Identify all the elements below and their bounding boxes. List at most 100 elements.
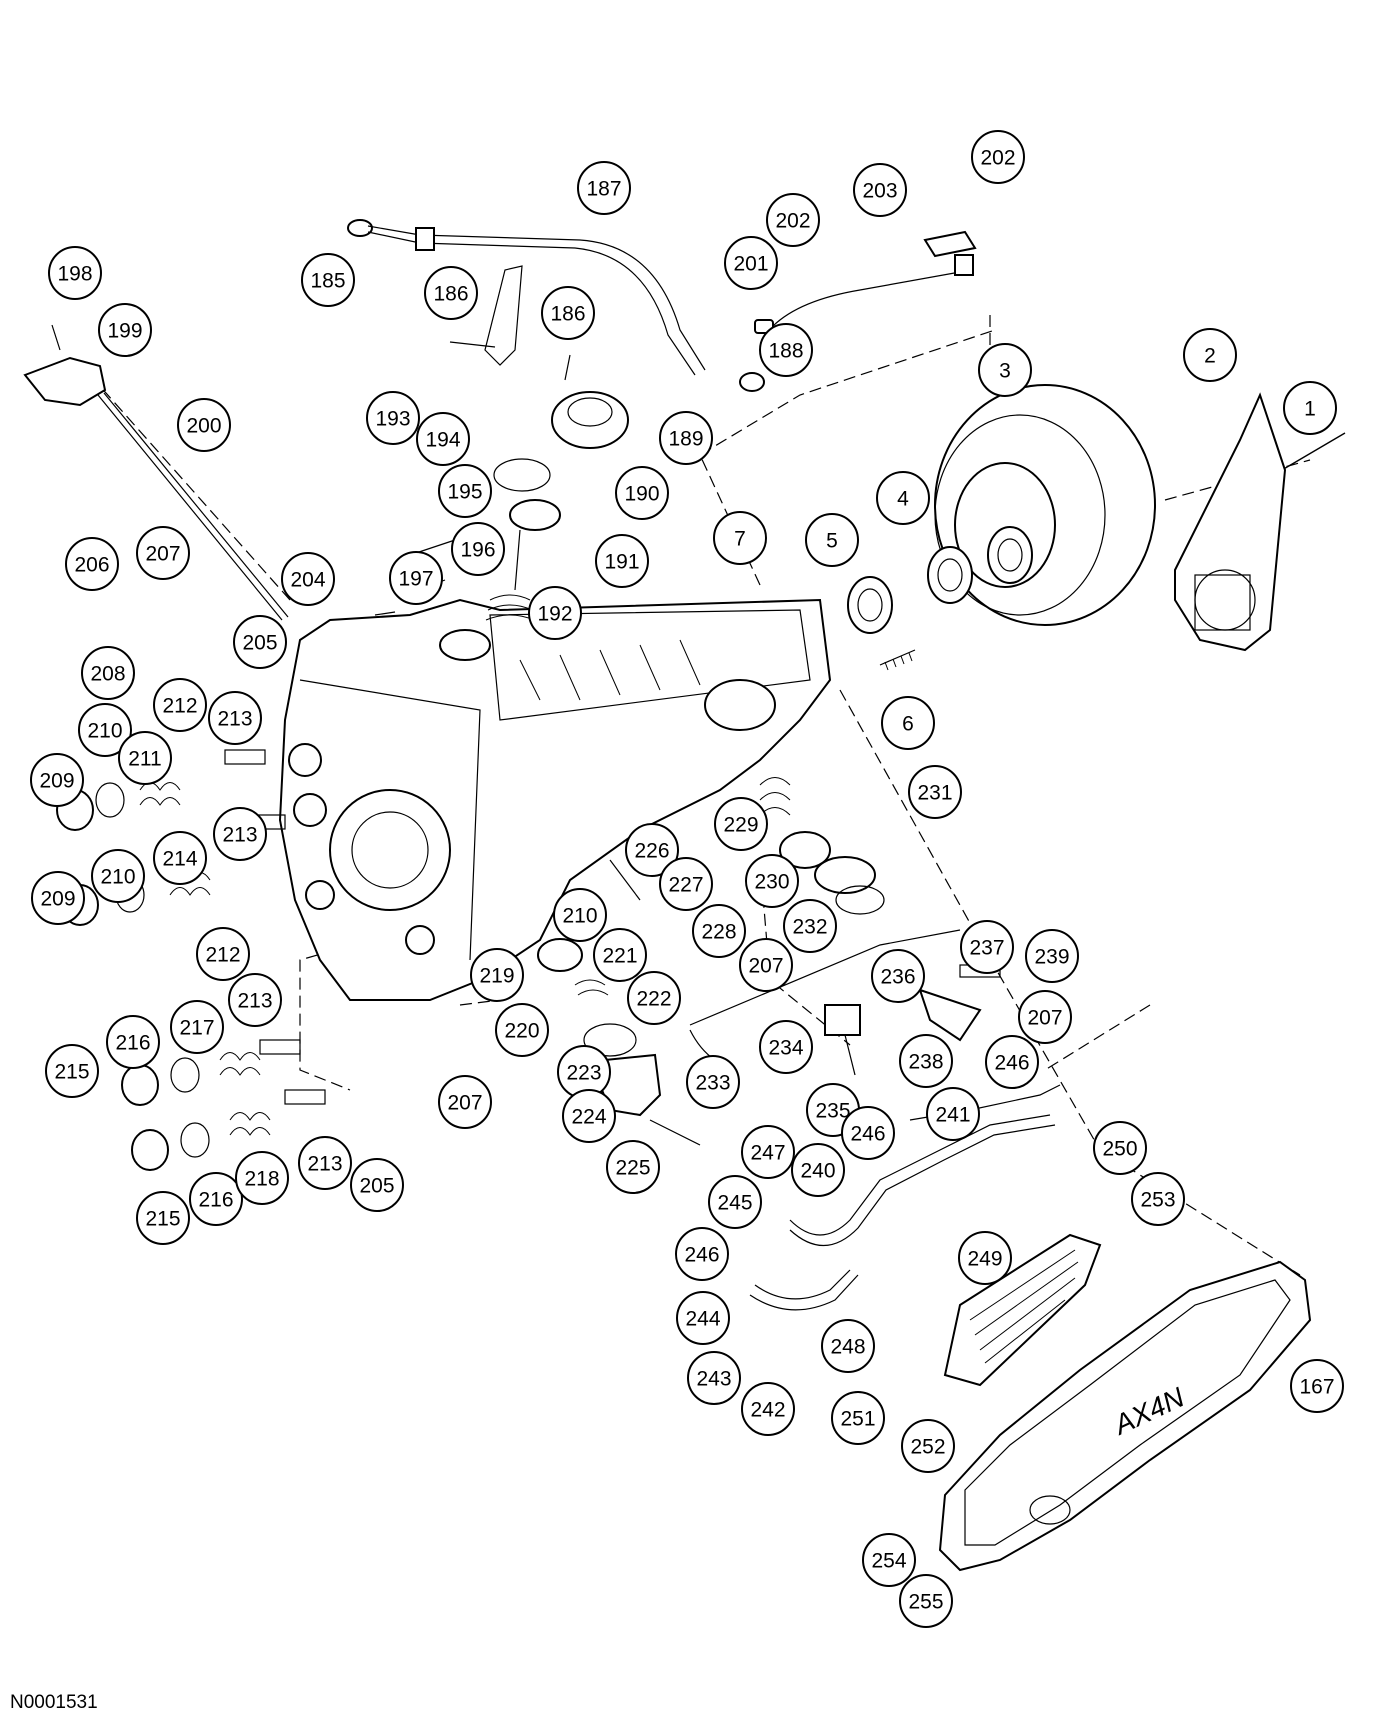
callout-circle (153, 678, 207, 732)
callout-circle (960, 920, 1014, 974)
callout-number: 187 (586, 178, 621, 201)
callout-191: 191 (595, 534, 649, 588)
callout-213: 213 (208, 691, 262, 745)
callout-number: 226 (634, 840, 669, 863)
callout-circle (615, 466, 669, 520)
callout-circle (495, 1003, 549, 1057)
dipstick-tube (347, 219, 765, 392)
callout-circle (908, 765, 962, 819)
callout-circle (692, 904, 746, 958)
callout-circle (301, 253, 355, 307)
callout-204: 204 (281, 552, 335, 606)
callout-number: 246 (850, 1123, 885, 1146)
callout-number: 215 (54, 1061, 89, 1084)
callout-214: 214 (153, 831, 207, 885)
callout-193: 193 (366, 391, 420, 445)
transmission-case (278, 598, 832, 1001)
callout-circle (708, 1175, 762, 1229)
callout-195: 195 (438, 464, 492, 518)
callout-249: 249 (958, 1231, 1012, 1285)
callout-167: 167 (1290, 1359, 1344, 1413)
callout-207: 207 (1018, 990, 1072, 1044)
callout-circle (78, 703, 132, 757)
callout-number: 209 (40, 888, 75, 911)
callout-199: 199 (98, 303, 152, 357)
callout-224: 224 (562, 1089, 616, 1143)
callout-number: 202 (775, 210, 810, 233)
callout-205: 205 (233, 615, 287, 669)
callout-212: 212 (196, 927, 250, 981)
callout-circle (899, 1034, 953, 1088)
callout-6: 6 (881, 696, 935, 750)
callout-circle (170, 1000, 224, 1054)
callout-213: 213 (213, 807, 267, 861)
callout-221: 221 (593, 928, 647, 982)
callout-192: 192 (528, 586, 582, 640)
callout-186: 186 (424, 266, 478, 320)
callout-number: 221 (602, 945, 637, 968)
callout-number: 213 (217, 708, 252, 731)
callout-248: 248 (821, 1319, 875, 1373)
callout-circle (233, 615, 287, 669)
callout-209: 209 (31, 871, 85, 925)
callout-243: 243 (687, 1351, 741, 1405)
callout-189: 189 (659, 411, 713, 465)
callout-circle (766, 193, 820, 247)
callout-207: 207 (136, 526, 190, 580)
callout-circle (593, 928, 647, 982)
callout-196: 196 (451, 522, 505, 576)
callout-251: 251 (831, 1391, 885, 1445)
callout-210: 210 (553, 888, 607, 942)
callout-number: 217 (179, 1017, 214, 1040)
callout-208: 208 (81, 646, 135, 700)
callout-circle (118, 731, 172, 785)
oil-filter (943, 1233, 1102, 1387)
callout-number: 228 (701, 921, 736, 944)
callout-number: 200 (186, 415, 221, 438)
callout-circle (45, 1044, 99, 1098)
callout-circle (136, 1191, 190, 1245)
callout-number: 209 (39, 770, 74, 793)
callout-218: 218 (235, 1151, 289, 1205)
callout-circle (470, 948, 524, 1002)
callout-number: 210 (87, 720, 122, 743)
callout-circle (577, 161, 631, 215)
callout-252: 252 (901, 1419, 955, 1473)
callout-238: 238 (899, 1034, 953, 1088)
callout-number: 4 (897, 488, 909, 511)
callout-circle (862, 1533, 916, 1587)
callout-circle (901, 1419, 955, 1473)
callout-circle (759, 1020, 813, 1074)
callout-circle (791, 1143, 845, 1197)
callout-circle (714, 797, 768, 851)
callout-207: 207 (739, 938, 793, 992)
callout-number: 215 (145, 1208, 180, 1231)
callout-number: 239 (1034, 946, 1069, 969)
callout-230: 230 (745, 854, 799, 908)
callout-labels: 1234567167185186186187188189190191192193… (30, 130, 1344, 1628)
callout-number: 186 (433, 283, 468, 306)
callout-number: 251 (840, 1408, 875, 1431)
callout-234: 234 (759, 1020, 813, 1074)
callout-number: 194 (425, 429, 460, 452)
callout-number: 198 (57, 263, 92, 286)
torque-converter (934, 384, 1156, 626)
callout-number: 189 (668, 428, 703, 451)
callout-187: 187 (577, 161, 631, 215)
callout-197: 197 (389, 551, 443, 605)
callout-number: 254 (871, 1550, 906, 1573)
callout-210: 210 (78, 703, 132, 757)
callout-circle (741, 1125, 795, 1179)
callout-circle (438, 464, 492, 518)
callout-number: 227 (668, 874, 703, 897)
callout-circle (876, 471, 930, 525)
callout-circle (675, 1227, 729, 1281)
callout-number: 188 (768, 340, 803, 363)
callout-circle (438, 1075, 492, 1129)
callout-188: 188 (759, 323, 813, 377)
callout-number: 5 (826, 530, 838, 553)
callout-number: 244 (685, 1308, 720, 1331)
callout-circle (821, 1319, 875, 1373)
callout-number: 167 (1299, 1376, 1334, 1399)
callout-228: 228 (692, 904, 746, 958)
